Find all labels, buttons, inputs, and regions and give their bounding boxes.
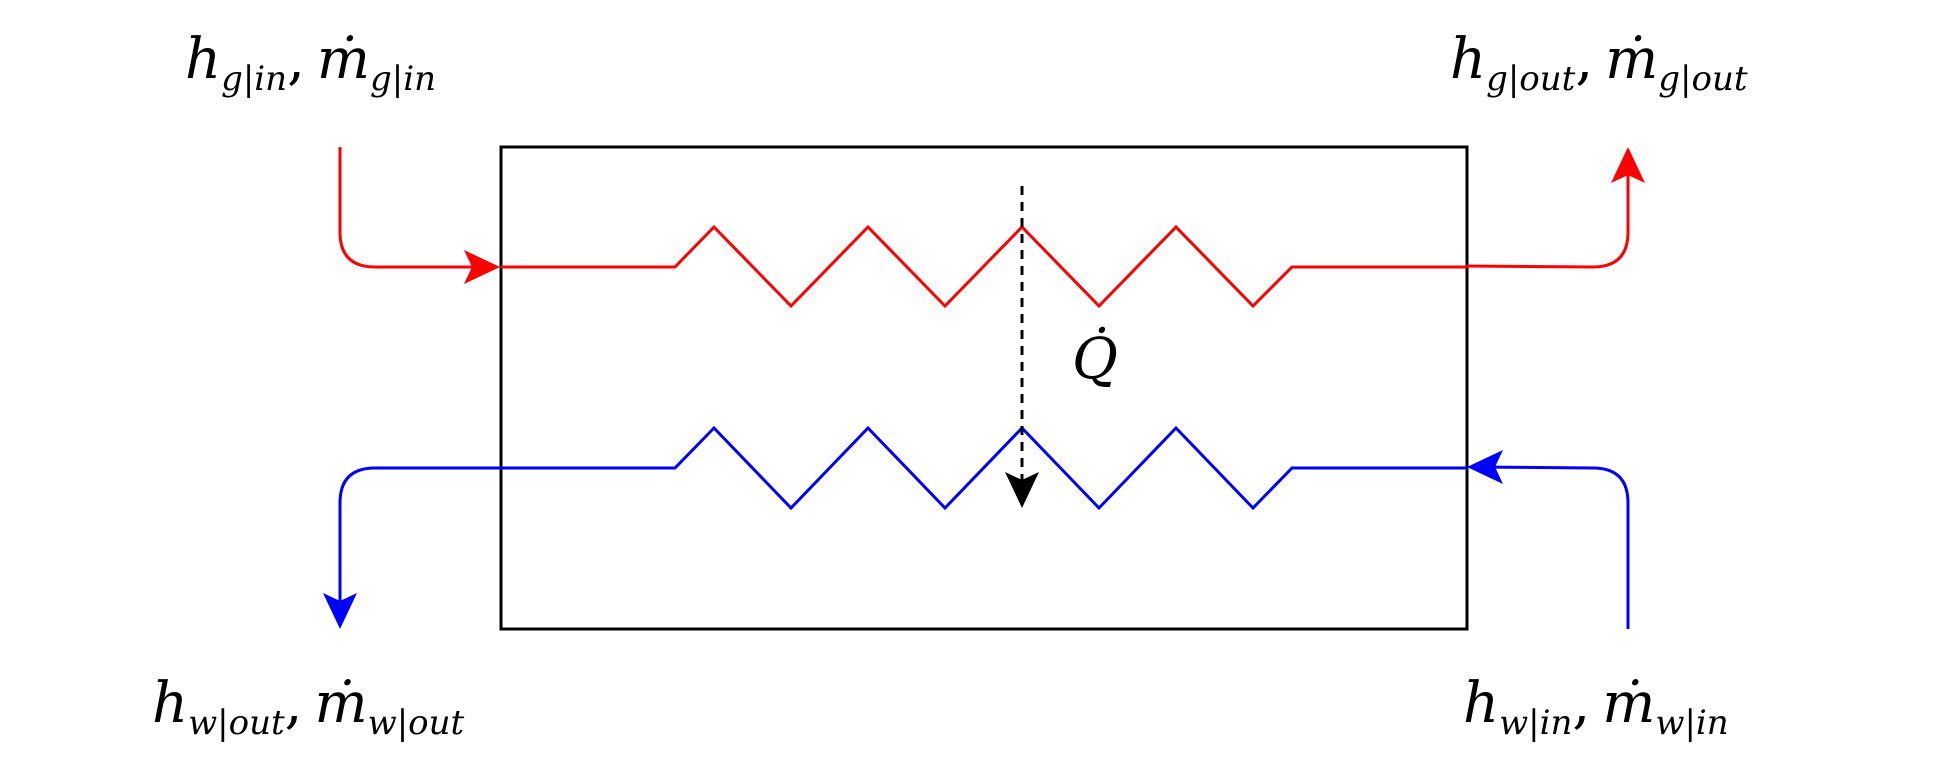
water-inlet-label: hw|in,ṁw|in	[1463, 671, 1729, 743]
exchanger-frame	[499, 145, 1469, 631]
gas-outlet-arrowhead	[1611, 147, 1645, 183]
gas-outlet-label: hg|out,ṁg|out	[1450, 27, 1748, 99]
water-outlet-label: hw|out,ṁw|out	[152, 671, 465, 743]
gas-outlet-line	[1466, 154, 1630, 269]
gas-inlet-line	[338, 147, 494, 269]
gas-inlet-label: hg|in,ṁg|in	[185, 27, 436, 99]
water-outlet-line	[338, 466, 501, 621]
heat-transfer	[1005, 186, 1039, 508]
heat-transfer-arrowhead	[1005, 472, 1039, 508]
water-zigzag-line	[501, 425, 1467, 511]
water-stream	[323, 425, 1630, 629]
gas-inlet-arrowhead	[464, 250, 500, 284]
water-inlet-arrowhead	[1467, 450, 1503, 484]
gas-stream	[338, 147, 1645, 309]
water-outlet-arrowhead	[323, 593, 357, 629]
water-inlet-line	[1473, 465, 1630, 629]
gas-zigzag-line	[501, 224, 1467, 309]
heat-flow-label: Q̇	[1072, 326, 1118, 392]
